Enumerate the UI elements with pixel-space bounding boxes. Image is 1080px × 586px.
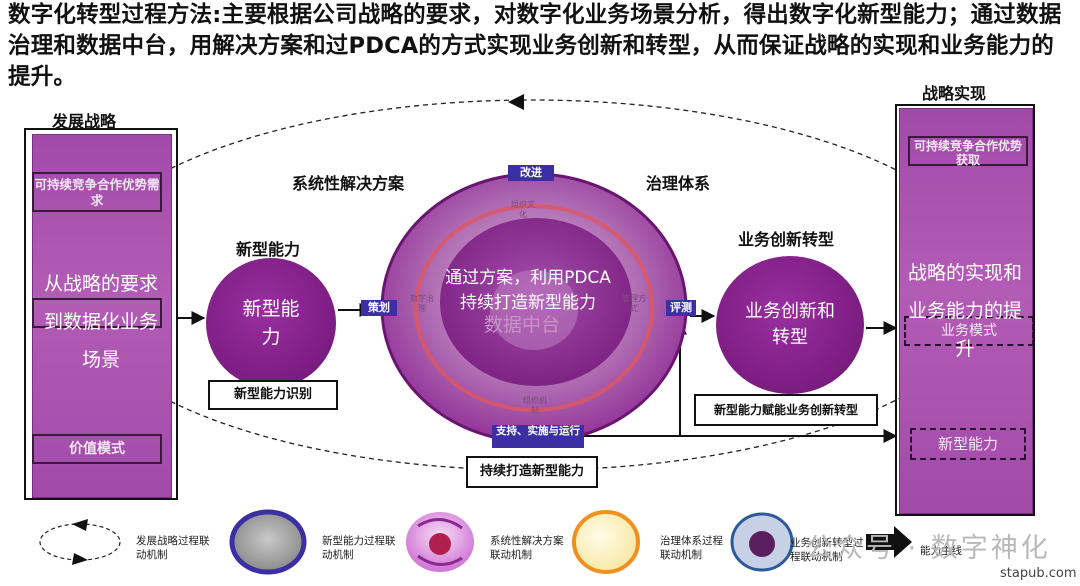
innovation-caption: 新型能力赋能业务创新转型 [694, 394, 878, 426]
label-business-innovation: 业务创新转型 [738, 230, 835, 249]
right-mid-box: 业务模式 [904, 316, 1034, 346]
tag-support-operate: 支持、实施与运行 [492, 425, 584, 448]
left-top-box: 可持续竞争合作优势需求 [32, 172, 162, 212]
right-panel [899, 108, 1033, 514]
innovation-circle: 业务创新和转型 [716, 256, 864, 394]
label-development-strategy: 发展战略 [52, 112, 117, 131]
gray-disc-icon [229, 509, 307, 575]
legend-capability: 新型能力过程联动机制 [322, 535, 396, 561]
label-systematic-solution: 系统性解决方案 [292, 174, 405, 193]
left-panel [32, 134, 172, 498]
center-main-text: 通过方案，利用PDCA持续打造新型能力 [445, 268, 611, 313]
capability-circle: 新型能力 [206, 258, 336, 388]
tag-improve: 改进 [508, 165, 554, 181]
legend-governance: 治理体系过程联动机制 [660, 535, 723, 561]
inner-digital-governance: 数字治理 [410, 294, 434, 313]
legend-innovation: 业务创新转型过程联动机制 [790, 537, 864, 563]
label-new-capability: 新型能力 [236, 240, 301, 259]
capability-caption: 新型能力识别 [208, 380, 338, 410]
innovation-circle-text: 业务创新和转型 [745, 301, 835, 348]
right-bottom-box: 新型能力 [910, 428, 1026, 460]
center-faint-text: 数据中台 [484, 314, 561, 336]
center-cycle-graphic [380, 172, 688, 444]
left-big-text: 从战略的要求到数据化业务场景 [43, 273, 158, 371]
cycle-arrow-top [508, 94, 524, 110]
legend-capability-line: 能力主线 [920, 545, 962, 557]
left-bottom-box: 价值模式 [32, 434, 162, 464]
headline: 数字化转型过程方法:主要根据公司战略的要求，对数字化业务场景分析，得出数字化新型… [8, 2, 1062, 90]
legend-solution: 系统性解决方案联动机制 [490, 535, 564, 561]
site-label: stapub.com [1000, 566, 1077, 581]
tag-plan: 策划 [361, 300, 397, 316]
right-top-box: 可持续竞争合作优势获取 [908, 136, 1028, 167]
center-caption: 持续打造新型能力 [466, 456, 598, 488]
orange-ring-icon [572, 510, 640, 574]
legend-icons [39, 509, 912, 575]
dashed-cycle-icon [39, 523, 121, 561]
capability-circle-text: 新型能力 [242, 298, 300, 348]
tag-evaluate: 评测 [666, 300, 696, 316]
label-governance-system: 治理体系 [646, 174, 711, 193]
inner-org-culture: 组织文化 [511, 200, 535, 219]
right-big-text: 战略的实现和业务能力的提升 [907, 262, 1022, 360]
legend-strategy: 发展战略过程联动机制 [136, 535, 210, 561]
inner-management-mode: 管理方式 [622, 294, 646, 313]
right-panel-frame [895, 104, 1035, 516]
left-panel-frame [24, 128, 178, 500]
left-mid-box [32, 298, 162, 328]
inner-org-mechanism: 组织机制 [523, 396, 547, 415]
watermark: 公众号 · 数字神化 [806, 533, 1051, 564]
label-strategy-realization: 战略实现 [922, 84, 987, 103]
thick-arrow-icon [866, 526, 912, 558]
